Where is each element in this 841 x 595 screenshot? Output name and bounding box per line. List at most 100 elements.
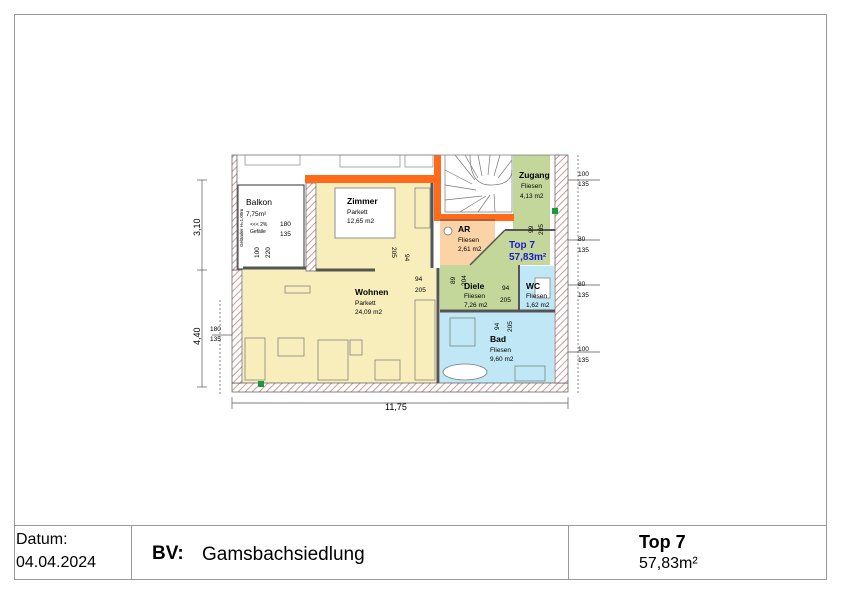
washing-machine xyxy=(449,317,476,347)
zugang-name: Zugang xyxy=(519,170,550,180)
opening-o16: 205 xyxy=(507,321,514,332)
opening-o10: 204 xyxy=(461,275,468,286)
opening-o22: 135 xyxy=(578,247,589,254)
opening-o13: 99 xyxy=(528,225,535,233)
bed xyxy=(334,187,396,239)
wc-name: WC xyxy=(526,281,540,291)
dining-table xyxy=(317,339,349,381)
opening-o6: 205 xyxy=(390,247,397,258)
wall-orange-vertical xyxy=(434,155,441,220)
diele-floor-label: Fliesen xyxy=(464,293,485,300)
opening-o12: 205 xyxy=(500,297,511,304)
marker-zugang xyxy=(552,208,558,214)
coffee-table xyxy=(277,337,305,357)
opening-o26: 135 xyxy=(578,357,589,364)
furniture-top-1 xyxy=(244,154,301,166)
opening-o8: 205 xyxy=(415,287,426,294)
dim-width: 11,75 xyxy=(385,402,407,412)
title-block: Datum: 04.04.2024 BV: Gamsbachsiedlung T… xyxy=(14,525,827,580)
opening-o17: 180 xyxy=(210,326,221,333)
zimmer-area: 12,65 m2 xyxy=(347,218,374,225)
bad-area: 9,60 m2 xyxy=(490,356,514,363)
opening-o23: 80 xyxy=(578,281,586,288)
wall-orange-top xyxy=(305,175,440,183)
wohnen-floor-label: Parkett xyxy=(355,300,376,307)
ar-area: 2,61 m2 xyxy=(458,246,482,253)
opening-o25: 100 xyxy=(578,346,589,353)
date-cell: Datum: 04.04.2024 xyxy=(14,526,132,580)
opening-o1: 180 xyxy=(280,221,291,228)
wohnen-name: Wohnen xyxy=(355,287,388,297)
chair xyxy=(349,339,363,356)
kitchen-hob xyxy=(374,359,401,381)
furniture-top-2 xyxy=(339,154,401,168)
diele-area: 7,26 m2 xyxy=(464,302,488,309)
wardrobe xyxy=(414,187,431,229)
bad-name: Bad xyxy=(490,334,506,344)
zimmer-name: Zimmer xyxy=(347,196,378,206)
radiator xyxy=(284,285,311,294)
marker-wohnen xyxy=(258,381,264,387)
bathtub xyxy=(442,363,488,381)
unit-cell: Top 7 57,83m² xyxy=(569,526,827,580)
wall-zimmer-left xyxy=(305,182,317,272)
wohnen-floor xyxy=(243,268,438,383)
opening-o18: 135 xyxy=(210,336,221,343)
bv-label: BV: xyxy=(152,543,184,564)
drawing-frame xyxy=(14,14,827,580)
opening-o7: 94 xyxy=(415,276,423,283)
sofa xyxy=(244,337,266,381)
opening-o20: 135 xyxy=(578,181,589,188)
boiler-icon xyxy=(443,226,453,236)
top-area: 57,83m² xyxy=(639,555,698,572)
opening-o2: 135 xyxy=(280,231,291,238)
zugang-floor xyxy=(513,155,550,230)
opening-o21: 80 xyxy=(578,236,586,243)
opening-o11: 94 xyxy=(502,285,510,292)
ar-name: AR xyxy=(458,224,470,234)
bv-value: Gamsbachsiedlung xyxy=(202,544,365,565)
kitchen-counter xyxy=(414,299,436,381)
staircase xyxy=(444,154,513,213)
opening-o15: 94 xyxy=(494,322,501,330)
wc-area: 1,62 m2 xyxy=(526,302,550,309)
zimmer-floor-label: Parkett xyxy=(347,209,368,216)
wall-orange-stair xyxy=(434,214,514,221)
wall-diele-diag xyxy=(469,229,506,266)
zugang-floor-label: Fliesen xyxy=(521,183,542,190)
balkon-area: 7,75m² xyxy=(246,211,267,218)
furniture-top-3 xyxy=(404,154,434,168)
opening-o5: 94 xyxy=(403,254,410,262)
wc-floor-label: Fliesen xyxy=(526,293,547,300)
unit-area: 57,83m² xyxy=(509,252,547,263)
diele-floor xyxy=(440,230,550,310)
date-value: 04.04.2024 xyxy=(16,554,97,571)
top-label: Top 7 xyxy=(639,532,686,552)
zugang-area: 4,13 m2 xyxy=(520,193,544,200)
balkon-floor xyxy=(237,184,305,270)
wall-bottom xyxy=(231,382,569,393)
diele-name: Diele xyxy=(464,281,485,291)
dimension-lines xyxy=(197,155,600,409)
floor-plan: Zugang Fliesen 4,13 m2 Zimmer Parkett 12… xyxy=(192,154,600,412)
balkon-slope: <<< 2% xyxy=(250,222,268,228)
opening-o4: 220 xyxy=(265,247,272,258)
opening-o9: 89 xyxy=(450,276,457,284)
balkon-name: Balkon xyxy=(246,197,272,207)
wall-left-upper xyxy=(231,154,238,271)
wall-right xyxy=(554,154,569,384)
opening-o3: 100 xyxy=(254,247,261,258)
opening-o14: 205 xyxy=(538,224,545,235)
opening-o19: 100 xyxy=(578,171,589,178)
date-label: Datum: xyxy=(16,531,68,548)
opening-o24: 135 xyxy=(578,292,589,299)
dim-left-lower: 4,40 xyxy=(192,327,202,345)
washbasin xyxy=(514,365,546,382)
toilet xyxy=(534,277,551,299)
wall-left xyxy=(231,269,243,384)
bad-floor-label: Fliesen xyxy=(490,347,511,354)
balkon-railing: Geländer H=1,00m xyxy=(239,209,244,247)
dim-left-upper: 3,10 xyxy=(192,218,202,236)
balkon-slope-label: Gefälle xyxy=(250,229,266,235)
wohnen-area: 24,09 m2 xyxy=(355,309,382,316)
